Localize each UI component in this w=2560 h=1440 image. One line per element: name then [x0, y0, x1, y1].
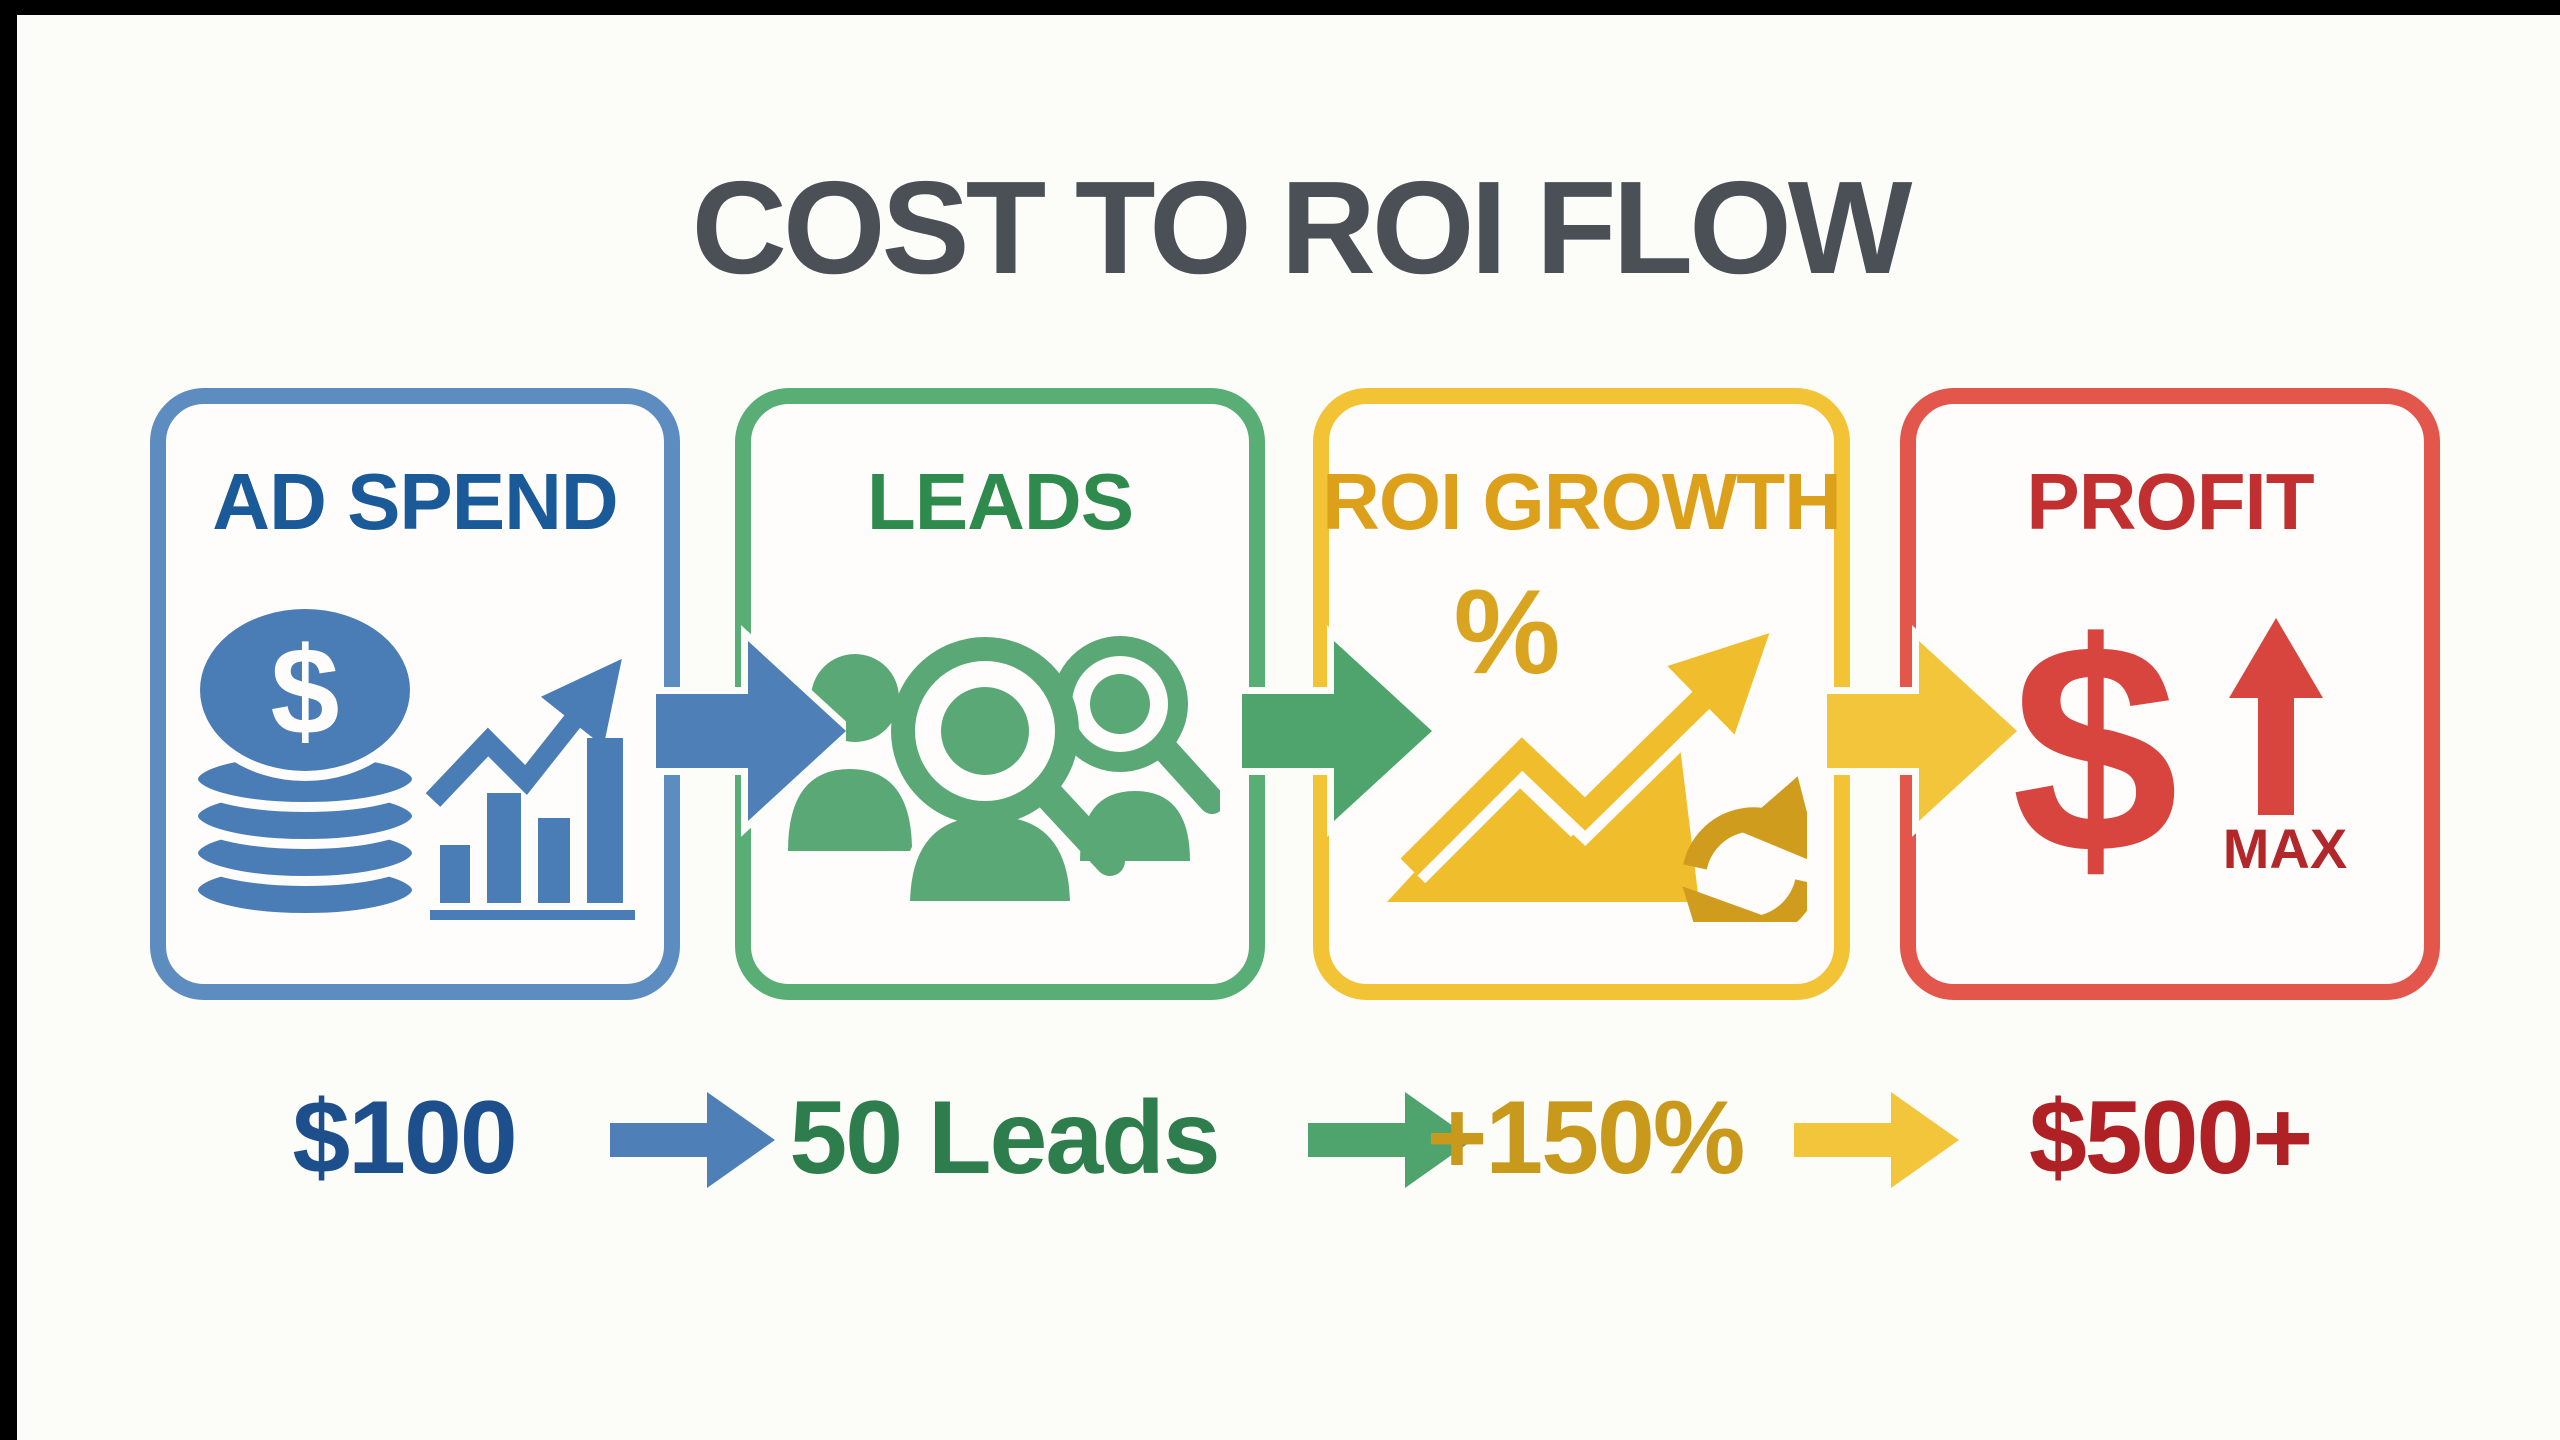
step-box-profit: PROFIT $ MAX [1900, 388, 2440, 1000]
max-label: MAX [2223, 817, 2347, 880]
value-arrow-2 [1308, 1092, 1473, 1188]
flow-arrow-ad-spend-to-leads [656, 625, 846, 837]
value-roi-growth: +150% [1426, 1080, 1746, 1196]
mountain-shape [1386, 722, 1699, 902]
step-box-roi-growth: ROI GROWTH % [1313, 388, 1850, 1000]
value-arrow-1 [610, 1092, 775, 1188]
frame-bar-left [0, 0, 17, 1440]
coin-stack-icon: $ [190, 599, 422, 920]
up-arrow-icon [2229, 618, 2323, 815]
coin-stack-bar-chart-icon: $ [190, 599, 635, 920]
dollar-up-arrow-icon: $ MAX [2012, 590, 2348, 910]
step-label-leads: LEADS [866, 457, 1134, 546]
people-magnifier-icon [788, 636, 1220, 911]
value-ad-spend: $100 [292, 1080, 517, 1196]
percent-glyph: % [1453, 572, 1560, 699]
frame-bar-top [0, 0, 2560, 15]
step-box-leads: LEADS [735, 388, 1265, 1000]
value-profit: $500+ [2028, 1080, 2313, 1196]
value-arrow-3 [1794, 1092, 1959, 1188]
page-title: COST TO ROI FLOW [691, 154, 1913, 301]
rising-bar-chart-icon [425, 658, 635, 920]
step-label-ad-spend: AD SPEND [212, 457, 618, 546]
percent-growth-refresh-icon: % [1386, 572, 1807, 922]
step-label-roi-growth: ROI GROWTH [1322, 457, 1842, 546]
step-box-ad-spend: AD SPEND $ [150, 388, 680, 1000]
refresh-cycle-icon [1681, 776, 1807, 922]
flow-arrow-leads-to-roi-growth [1242, 625, 1432, 837]
step-label-profit: PROFIT [2026, 457, 2314, 546]
flow-arrow-roi-growth-to-profit [1827, 625, 2017, 837]
coin-dollar-glyph: $ [271, 623, 340, 761]
profit-dollar-glyph: $ [2012, 590, 2179, 910]
value-leads: 50 Leads [789, 1080, 1220, 1196]
